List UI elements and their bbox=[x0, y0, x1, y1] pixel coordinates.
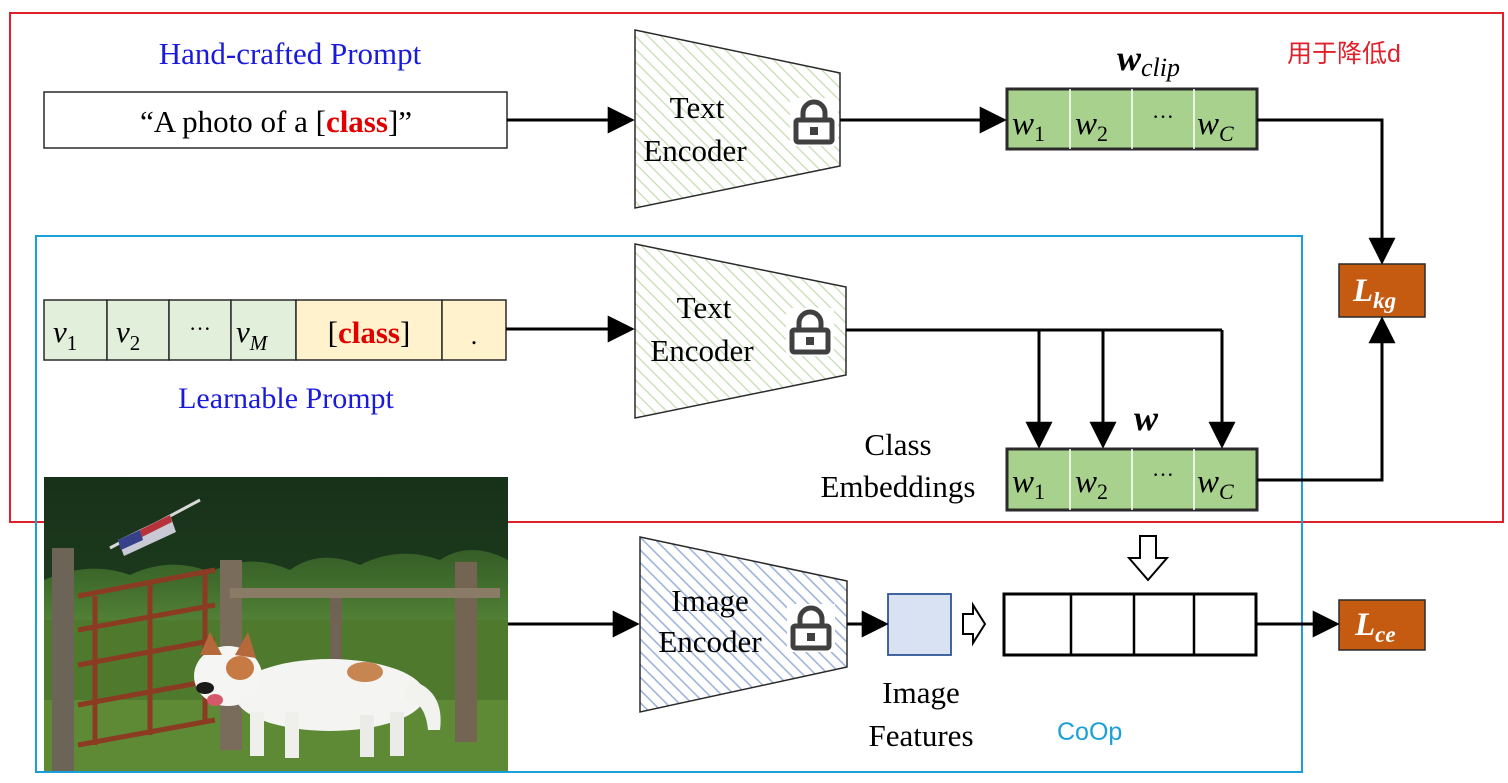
learned-embeddings-title: w bbox=[1134, 398, 1159, 438]
image-encoder-line1: Image bbox=[671, 583, 748, 618]
token-period-cell bbox=[441, 299, 507, 361]
image-features-line1: Image bbox=[882, 675, 959, 710]
image-encoder-shape bbox=[639, 536, 848, 713]
token-period: . bbox=[471, 321, 478, 350]
clip-w2: w2 bbox=[1075, 106, 1108, 146]
token-v2-cell bbox=[106, 299, 170, 361]
text-encoder-learnable-line2: Encoder bbox=[650, 333, 754, 368]
token-v1-cell bbox=[43, 299, 108, 361]
hand-crafted-prompt-text: “A photo of a [class]” bbox=[140, 104, 412, 139]
learnable-prompt-label: Learnable Prompt bbox=[178, 382, 394, 415]
learnable-prompt: v1 v2 ··· vM [class] . bbox=[43, 299, 507, 361]
lock-icon bbox=[787, 604, 835, 652]
loss-kg: Lkg bbox=[1338, 263, 1426, 318]
class-embeddings-line2: Embeddings bbox=[821, 469, 976, 504]
learned-embeddings: w1 w2 ··· wC bbox=[1005, 447, 1259, 512]
learned-wc: wC bbox=[1197, 464, 1234, 504]
loss-ce: Lce bbox=[1338, 599, 1426, 651]
text-encoder-clip: Text Encoder bbox=[634, 29, 841, 209]
token-v2: v2 bbox=[116, 314, 140, 355]
clip-dots: ··· bbox=[1152, 104, 1174, 129]
token-vm-cell bbox=[230, 299, 297, 361]
loss-kg-label: Lkg bbox=[1352, 273, 1396, 313]
hollow-arrow-right bbox=[962, 601, 987, 647]
hollow-arrow-down bbox=[1126, 535, 1170, 582]
class-embeddings-line1: Class bbox=[864, 427, 931, 462]
text-encoder-clip-line2: Encoder bbox=[643, 133, 747, 168]
clip-w1: w1 bbox=[1012, 106, 1045, 146]
token-class-cell bbox=[295, 299, 443, 361]
clip-wc: wC bbox=[1197, 106, 1234, 146]
clip-embeddings-title: wclip bbox=[1117, 38, 1180, 82]
image-feature-box bbox=[887, 593, 952, 656]
text-encoder-clip-shape bbox=[634, 29, 841, 209]
token-class: [class] bbox=[328, 315, 411, 350]
image-encoder: Image Encoder bbox=[639, 536, 848, 713]
text-encoder-clip-line1: Text bbox=[670, 90, 725, 125]
learned-w1: w1 bbox=[1012, 464, 1045, 504]
hand-crafted-prompt-box bbox=[43, 91, 508, 149]
image-features-line2: Features bbox=[868, 718, 973, 753]
image-encoder-line2: Encoder bbox=[658, 624, 762, 659]
dog-photo-icon bbox=[44, 477, 508, 771]
arrow-learned-emb-to-loss-kg bbox=[1257, 316, 1396, 482]
text-encoder-learnable-line1: Text bbox=[677, 290, 732, 325]
clip-frame bbox=[9, 12, 1504, 523]
coop-frame bbox=[35, 235, 1303, 773]
clip-embeddings: w1 w2 ··· wC bbox=[1005, 87, 1259, 151]
learned-dots: ··· bbox=[1152, 462, 1174, 487]
arrow-clip-emb-to-loss-kg bbox=[1257, 118, 1396, 265]
loss-ce-label: Lce bbox=[1354, 607, 1396, 647]
lock-icon bbox=[790, 98, 838, 146]
learned-w2: w2 bbox=[1075, 464, 1108, 504]
chinese-note: 用于降低d bbox=[1287, 40, 1401, 68]
token-dots: ··· bbox=[189, 316, 211, 341]
text-encoder-learnable: Text Encoder bbox=[634, 243, 847, 419]
coop-label: CoOp bbox=[1057, 718, 1122, 746]
hand-crafted-prompt-label: Hand-crafted Prompt bbox=[159, 36, 422, 71]
token-vm: vM bbox=[236, 314, 269, 355]
logits-box bbox=[1002, 592, 1258, 657]
text-encoder-learnable-shape bbox=[634, 243, 847, 419]
lock-icon bbox=[786, 308, 834, 356]
token-v1: v1 bbox=[53, 314, 77, 355]
arrows bbox=[506, 106, 1396, 638]
token-dots-cell bbox=[168, 299, 232, 361]
